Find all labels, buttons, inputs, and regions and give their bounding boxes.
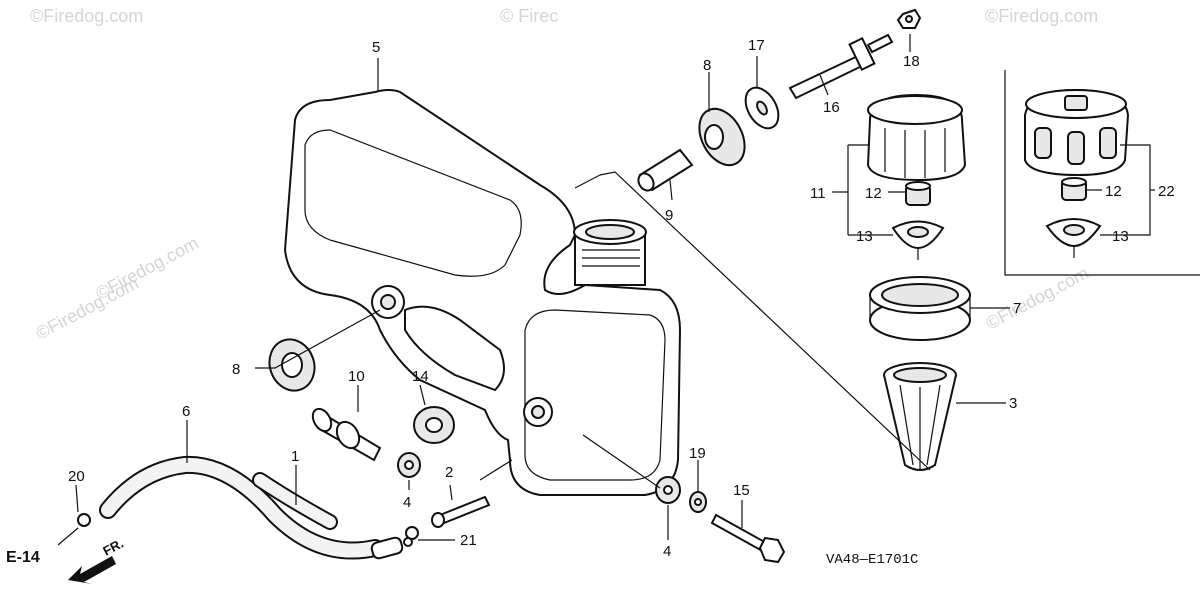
clip-20 xyxy=(77,513,91,527)
watermark: ©Firedog.com xyxy=(32,273,141,344)
callout-9: 9 xyxy=(665,207,673,224)
optional-cap-frame xyxy=(1004,70,1200,276)
fuel-tube-1 xyxy=(252,472,404,560)
callout-13b: 13 xyxy=(1112,228,1129,245)
front-label: FR. xyxy=(100,536,126,559)
callout-14: 14 xyxy=(412,368,429,385)
callout-5: 5 xyxy=(372,39,380,56)
callout-18: 18 xyxy=(903,53,920,70)
grommet-8-top xyxy=(698,107,746,167)
callout-1: 1 xyxy=(291,448,299,465)
callout-15: 15 xyxy=(733,482,750,499)
callout-8: 8 xyxy=(703,57,711,74)
callout-20: 20 xyxy=(68,468,85,485)
cushion-4-right xyxy=(655,476,681,504)
clip-21 xyxy=(403,526,419,547)
diagram-code: VA48—E1701C xyxy=(826,552,918,568)
callout-4-left: 4 xyxy=(403,494,411,511)
bolt-2 xyxy=(431,495,491,528)
fuel-tank xyxy=(283,89,682,496)
cushion-4-left xyxy=(397,452,421,478)
ref-e14: E-14 xyxy=(6,549,40,566)
leader-lines xyxy=(57,34,1155,546)
fuel-cap-11 xyxy=(866,93,967,182)
collar-9 xyxy=(637,148,694,192)
callout-17: 17 xyxy=(748,37,765,54)
callout-16: 16 xyxy=(823,99,840,116)
callout-4-right: 4 xyxy=(663,543,671,560)
callout-11: 11 xyxy=(810,185,826,202)
fuel-joint-10 xyxy=(311,407,382,462)
grommet-8-left xyxy=(268,338,316,392)
watermark: ©Firedog.com xyxy=(30,6,143,26)
watermark: © Firec xyxy=(500,6,558,26)
callout-7: 7 xyxy=(1013,300,1021,317)
callout-8-left: 8 xyxy=(232,361,240,378)
callout-22: 22 xyxy=(1158,183,1175,200)
callout-13: 13 xyxy=(856,228,873,245)
callout-2: 2 xyxy=(445,464,453,481)
cap-gasket-12b xyxy=(1061,177,1087,201)
callout-12b: 12 xyxy=(1105,183,1122,200)
callout-19: 19 xyxy=(689,445,706,462)
callout-21: 21 xyxy=(460,532,477,549)
cap-vent-13 xyxy=(891,220,945,260)
cap-gasket-12 xyxy=(905,181,931,206)
watermark: ©Firedog.com xyxy=(985,6,1098,26)
nut-18 xyxy=(896,8,922,29)
grommet-14 xyxy=(413,406,455,444)
strainer-ring-7 xyxy=(869,276,971,341)
callout-12: 12 xyxy=(865,185,882,202)
fuel-tube-6 xyxy=(99,455,384,560)
washer-17 xyxy=(744,86,780,130)
washer-19 xyxy=(689,491,707,513)
front-direction-arrow xyxy=(68,556,116,584)
fuel-cap-22 xyxy=(1024,88,1130,177)
bolt-16 xyxy=(788,33,894,100)
callout-3: 3 xyxy=(1009,395,1017,412)
bolt-15 xyxy=(710,513,786,564)
cap-vent-13b xyxy=(1045,218,1102,258)
callout-10: 10 xyxy=(348,368,365,385)
callout-6: 6 xyxy=(182,403,190,420)
fuel-filter-3 xyxy=(883,362,957,471)
watermark: ©Firedog.com xyxy=(982,263,1091,334)
